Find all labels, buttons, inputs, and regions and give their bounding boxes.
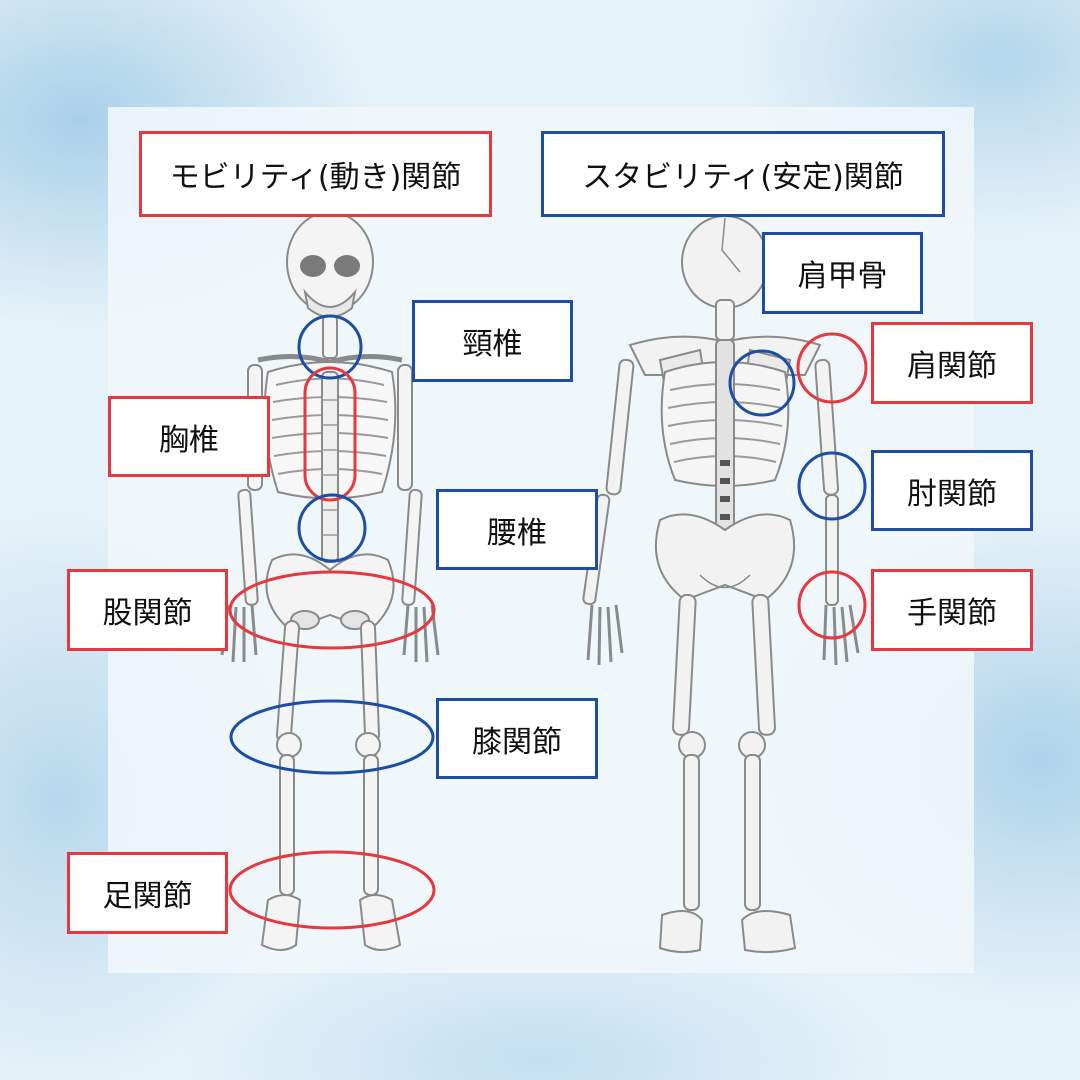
hip-joint-label: 股関節 xyxy=(67,569,228,651)
shoulder-joint-label: 肩関節 xyxy=(871,322,1033,404)
thoracic-ring xyxy=(303,366,357,502)
knee-ring xyxy=(229,699,435,775)
skull xyxy=(286,211,374,313)
elbow-joint-label: 肘関節 xyxy=(871,450,1033,531)
back-skull xyxy=(681,215,769,309)
wrist-joint-label: 手関節 xyxy=(871,569,1033,651)
elbow-ring xyxy=(797,451,867,521)
cervical-ring xyxy=(297,314,363,380)
scapula-ring xyxy=(728,349,796,417)
mobility-joints-title: モビリティ(動き)関節 xyxy=(139,131,492,217)
lumbar-ring xyxy=(297,493,367,563)
wrist-ring xyxy=(797,570,867,640)
stability-joints-title: スタビリティ(安定)関節 xyxy=(541,131,945,217)
scapula-label: 肩甲骨 xyxy=(762,232,923,314)
knee-joint-label: 膝関節 xyxy=(436,698,598,779)
thoracic-spine-label: 胸椎 xyxy=(108,396,270,477)
cervical-spine-label: 頸椎 xyxy=(412,300,573,382)
ankle-joint-label: 足関節 xyxy=(67,852,228,934)
pelvis xyxy=(265,553,395,632)
front-skeleton xyxy=(220,211,440,951)
shoulder-ring xyxy=(796,332,868,404)
back-skeleton xyxy=(582,215,860,954)
ankle-ring xyxy=(228,850,436,930)
lumbar-spine-label: 腰椎 xyxy=(436,489,598,570)
hip-ring xyxy=(228,570,436,650)
